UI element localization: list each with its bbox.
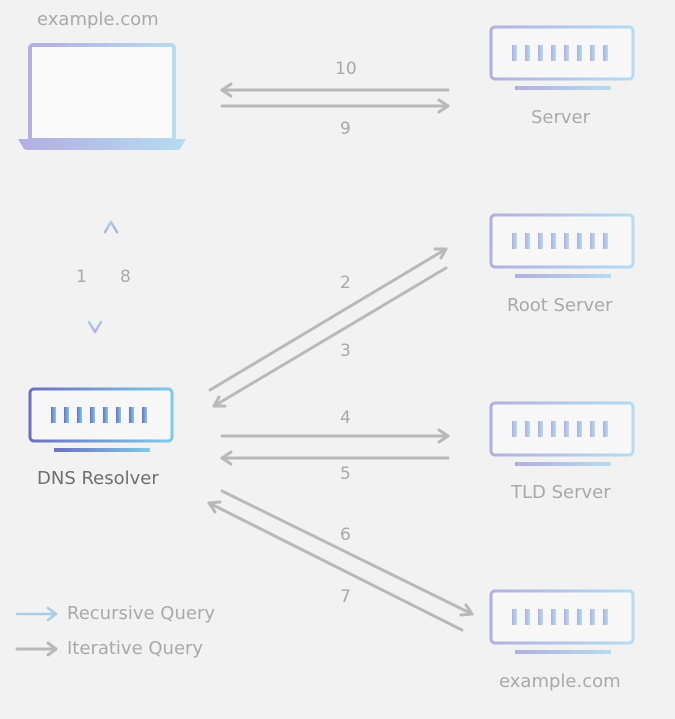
step-3: 3 — [340, 341, 351, 361]
legend-iterative-arrow — [15, 641, 58, 657]
step-9: 9 — [340, 119, 351, 139]
arrow-10 — [220, 82, 450, 98]
server-icon — [489, 25, 635, 90]
step-2: 2 — [340, 273, 351, 293]
client-label: example.com — [37, 9, 159, 30]
legend-recursive-label: Recursive Query — [67, 603, 216, 624]
step-8: 8 — [120, 267, 131, 287]
legend-recursive-arrow — [15, 606, 58, 622]
arrow-5 — [220, 450, 450, 466]
arrow-2 — [208, 247, 448, 392]
server-label: Server — [531, 107, 591, 128]
arrow-6 — [220, 489, 474, 617]
dns-resolver-icon — [28, 387, 174, 452]
arrow-9 — [220, 98, 450, 114]
laptop-icon — [18, 43, 186, 150]
step-4: 4 — [340, 408, 351, 428]
step-1: 1 — [76, 267, 87, 287]
arrow-3 — [212, 266, 448, 408]
dns-resolver-label: DNS Resolver — [37, 468, 159, 489]
step-5: 5 — [340, 464, 351, 484]
root-server-label: Root Server — [507, 295, 613, 316]
root-server-icon — [489, 213, 635, 278]
legend-iterative-label: Iterative Query — [67, 638, 204, 659]
step-10: 10 — [335, 59, 357, 79]
tld-server-icon — [489, 401, 635, 466]
recursive-arrow-8 — [103, 220, 119, 334]
arrow-4 — [220, 428, 450, 444]
authoritative-server-icon — [489, 589, 635, 654]
step-7: 7 — [340, 587, 351, 607]
authoritative-server-label: example.com — [499, 671, 621, 692]
arrow-7 — [207, 500, 464, 632]
step-6: 6 — [340, 525, 351, 545]
recursive-arrow-1 — [87, 220, 103, 334]
tld-server-label: TLD Server — [511, 482, 611, 503]
